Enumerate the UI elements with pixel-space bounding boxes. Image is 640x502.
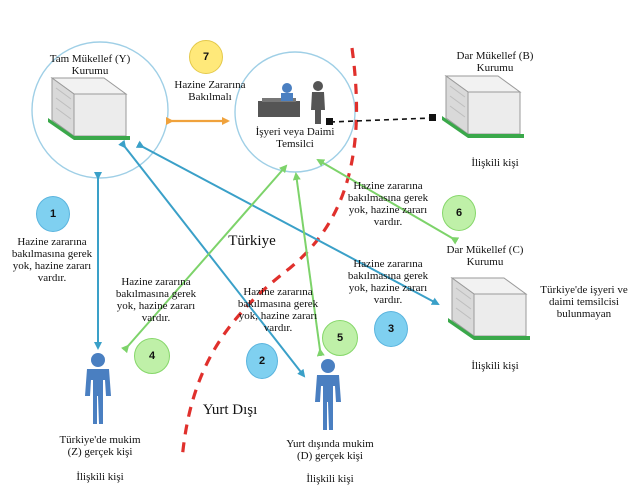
label-4-line3: yok, hazine zararı [116, 300, 196, 312]
arrow-4 [121, 164, 288, 354]
label-3-line3: yok, hazine zararı [348, 282, 428, 294]
d-relation: İlişkili kişi [306, 473, 354, 485]
label-2-line2: bakılmasına gerek [237, 298, 319, 310]
c-note-line2: daimi temsilcisi [549, 296, 619, 308]
label-7-line2: Bakılmalı [188, 91, 232, 103]
label-6-line3: yok, hazine zararı [348, 204, 428, 216]
z-person-icon [85, 353, 111, 424]
badge-5: 5 [322, 320, 358, 356]
label-2-line1: Hazine zararına [243, 286, 313, 298]
c-title-line2: Kurumu [466, 256, 504, 268]
label-3-line2: bakılmasına gerek [347, 270, 429, 282]
badge-7: 7 [189, 40, 223, 74]
d-person-icon [315, 359, 341, 430]
arrow-6 [316, 158, 460, 245]
badge-3: 3 [374, 311, 408, 347]
z-title-line1: Türkiye'de mukim [59, 434, 141, 446]
b-title-line1: Dar Mükellef (B) [456, 50, 534, 62]
label-7-line1: Hazine Zararına [174, 79, 246, 91]
c-note-line1: Türkiye'de işyeri ve [540, 284, 628, 296]
b-link-end [429, 114, 436, 121]
label-1-line3: yok, hazine zararı [12, 260, 92, 272]
c-note-line3: bulunmayan [556, 308, 612, 320]
pe-b-link [329, 117, 433, 123]
label-4-line1: Hazine zararına [121, 276, 191, 288]
label-4-line4: vardır. [141, 312, 171, 324]
y-title-line2: Kurumu [71, 65, 109, 77]
label-6-line1: Hazine zararına [353, 180, 423, 192]
c-building-icon [447, 277, 531, 341]
label-2-line3: yok, hazine zararı [238, 310, 318, 322]
label-3-line1: Hazine zararına [353, 258, 423, 270]
region-abroad: Yurt Dışı [202, 402, 258, 418]
d-title-line2: (D) gerçek kişi [297, 450, 363, 462]
badge-2: 2 [246, 343, 278, 379]
b-building-icon [441, 75, 525, 139]
label-6-line4: vardır. [373, 216, 403, 228]
arrow-5 [292, 172, 325, 357]
z-title-line2: (Z) gerçek kişi [67, 446, 133, 458]
label-3-line4: vardır. [373, 294, 403, 306]
b-relation: İlişkili kişi [471, 157, 519, 169]
label-1-line2: bakılmasına gerek [11, 248, 93, 260]
y-building-icon [47, 77, 131, 141]
badge-4: 4 [134, 338, 170, 374]
c-relation: İlişkili kişi [471, 360, 519, 372]
b-title-line2: Kurumu [476, 62, 514, 74]
badge-1: 1 [36, 196, 70, 232]
z-relation: İlişkili kişi [76, 471, 124, 483]
office-desk-icon [258, 81, 325, 124]
label-1-line1: Hazine zararına [17, 236, 87, 248]
d-title-line1: Yurt dışında mukim [286, 438, 374, 450]
badge-6: 6 [442, 195, 476, 231]
label-6-line2: bakılmasına gerek [347, 192, 429, 204]
label-4-line2: bakılmasına gerek [115, 288, 197, 300]
label-1-line4: vardır. [37, 272, 67, 284]
label-2-line4: vardır. [263, 322, 293, 334]
pe-title-line1: İşyeri veya Daimi [255, 126, 335, 138]
y-title-line1: Tam Mükellef (Y) [49, 53, 131, 65]
region-turkey: Türkiye [228, 233, 276, 249]
c-title-line1: Dar Mükellef (C) [446, 244, 524, 256]
pe-link-end [326, 118, 333, 125]
pe-title-line2: Temsilci [276, 138, 314, 150]
